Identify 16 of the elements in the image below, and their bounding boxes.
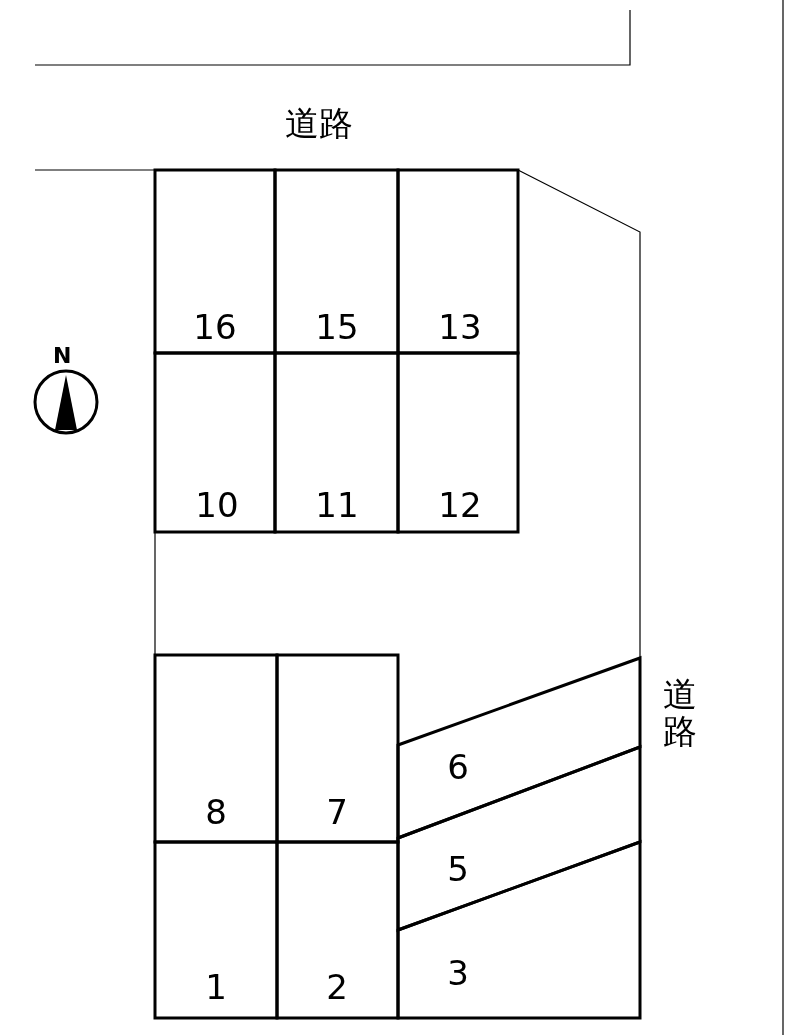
space-number: 8 xyxy=(205,795,227,829)
space-number: 5 xyxy=(447,852,469,886)
space-number: 12 xyxy=(438,488,482,522)
space-number: 13 xyxy=(438,310,482,344)
space-number: 1 xyxy=(205,970,227,1004)
space-number: 10 xyxy=(195,488,239,522)
road-label: 道路 xyxy=(663,676,697,751)
north-label: N xyxy=(53,345,72,367)
road-label: 道路 xyxy=(285,105,353,143)
space-number: 3 xyxy=(447,956,469,990)
space-number: 15 xyxy=(315,310,359,344)
space-number: 6 xyxy=(447,750,469,784)
space-number: 16 xyxy=(193,310,237,344)
space-number: 7 xyxy=(326,795,348,829)
space-number: 11 xyxy=(315,488,359,522)
space-number: 2 xyxy=(326,970,348,1004)
